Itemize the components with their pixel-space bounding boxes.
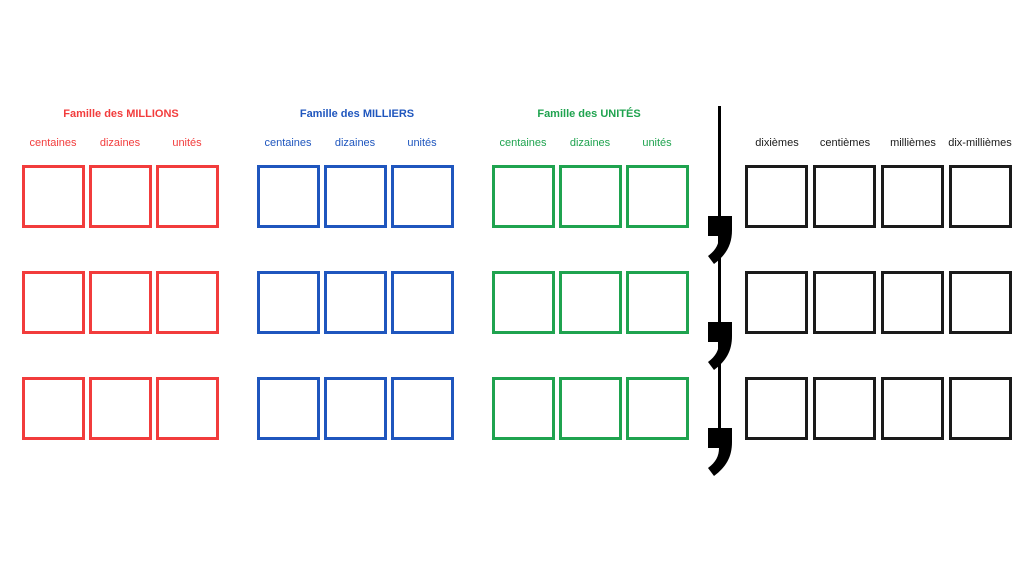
column-label-unites-unites: unités	[642, 137, 672, 149]
digit-box-unites-r3-c2[interactable]	[559, 377, 622, 440]
digit-box-unites-r2-c1[interactable]	[492, 271, 555, 334]
column-label-milliemes: millièmes	[890, 137, 936, 149]
digit-box-milliers-r2-c1[interactable]	[257, 271, 320, 334]
digit-box-unites-r2-c3[interactable]	[626, 271, 689, 334]
decimal-comma-icon	[708, 216, 732, 264]
digit-box-millions-r1-c1[interactable]	[22, 165, 85, 228]
column-label-unites-dizaines: dizaines	[569, 137, 611, 149]
digit-box-millions-r3-c1[interactable]	[22, 377, 85, 440]
column-label-millions-unites: unités	[172, 137, 202, 149]
digit-box-decimales-r2-c3[interactable]	[881, 271, 944, 334]
digit-box-milliers-r1-c1[interactable]	[257, 165, 320, 228]
column-label-unites-centaines: centaines	[499, 137, 547, 149]
column-label-millions-dizaines: dizaines	[99, 137, 141, 149]
digit-box-millions-r3-c2[interactable]	[89, 377, 152, 440]
digit-box-decimales-r2-c1[interactable]	[745, 271, 808, 334]
digit-box-milliers-r1-c2[interactable]	[324, 165, 387, 228]
digit-box-milliers-r3-c3[interactable]	[391, 377, 454, 440]
digit-box-decimales-r1-c3[interactable]	[881, 165, 944, 228]
digit-box-unites-r3-c1[interactable]	[492, 377, 555, 440]
family-title-millions: Famille des MILLIONS	[63, 108, 179, 120]
column-label-dix-milliemes: dix-millièmes	[948, 137, 1012, 149]
family-title-unites: Famille des UNITÉS	[537, 108, 641, 120]
digit-box-unites-r1-c1[interactable]	[492, 165, 555, 228]
digit-box-unites-r1-c3[interactable]	[626, 165, 689, 228]
digit-box-millions-r2-c2[interactable]	[89, 271, 152, 334]
digit-box-millions-r1-c2[interactable]	[89, 165, 152, 228]
decimal-separator-line	[718, 106, 721, 436]
digit-box-decimales-r3-c2[interactable]	[813, 377, 876, 440]
digit-box-unites-r1-c2[interactable]	[559, 165, 622, 228]
column-label-milliers-dizaines: dizaines	[334, 137, 376, 149]
digit-box-milliers-r2-c3[interactable]	[391, 271, 454, 334]
digit-box-unites-r2-c2[interactable]	[559, 271, 622, 334]
digit-box-decimales-r3-c4[interactable]	[949, 377, 1012, 440]
column-label-milliers-unites: unités	[407, 137, 437, 149]
digit-box-decimales-r1-c1[interactable]	[745, 165, 808, 228]
column-label-milliers-centaines: centaines	[264, 137, 312, 149]
digit-box-milliers-r3-c1[interactable]	[257, 377, 320, 440]
digit-box-decimales-r3-c1[interactable]	[745, 377, 808, 440]
digit-box-millions-r1-c3[interactable]	[156, 165, 219, 228]
family-title-milliers: Famille des MILLIERS	[299, 108, 415, 120]
digit-box-millions-r2-c3[interactable]	[156, 271, 219, 334]
digit-box-decimales-r2-c2[interactable]	[813, 271, 876, 334]
digit-box-decimales-r3-c3[interactable]	[881, 377, 944, 440]
digit-box-decimales-r1-c4[interactable]	[949, 165, 1012, 228]
column-label-centiemes: centièmes	[819, 137, 871, 149]
column-label-millions-centaines: centaines	[29, 137, 77, 149]
decimal-comma-icon	[708, 428, 732, 476]
digit-box-unites-r3-c3[interactable]	[626, 377, 689, 440]
digit-box-decimales-r1-c2[interactable]	[813, 165, 876, 228]
digit-box-decimales-r2-c4[interactable]	[949, 271, 1012, 334]
decimal-comma-icon	[708, 322, 732, 370]
digit-box-milliers-r1-c3[interactable]	[391, 165, 454, 228]
digit-box-millions-r3-c3[interactable]	[156, 377, 219, 440]
digit-box-millions-r2-c1[interactable]	[22, 271, 85, 334]
digit-box-milliers-r2-c2[interactable]	[324, 271, 387, 334]
digit-box-milliers-r3-c2[interactable]	[324, 377, 387, 440]
column-label-dixiemes: dixièmes	[755, 137, 799, 149]
